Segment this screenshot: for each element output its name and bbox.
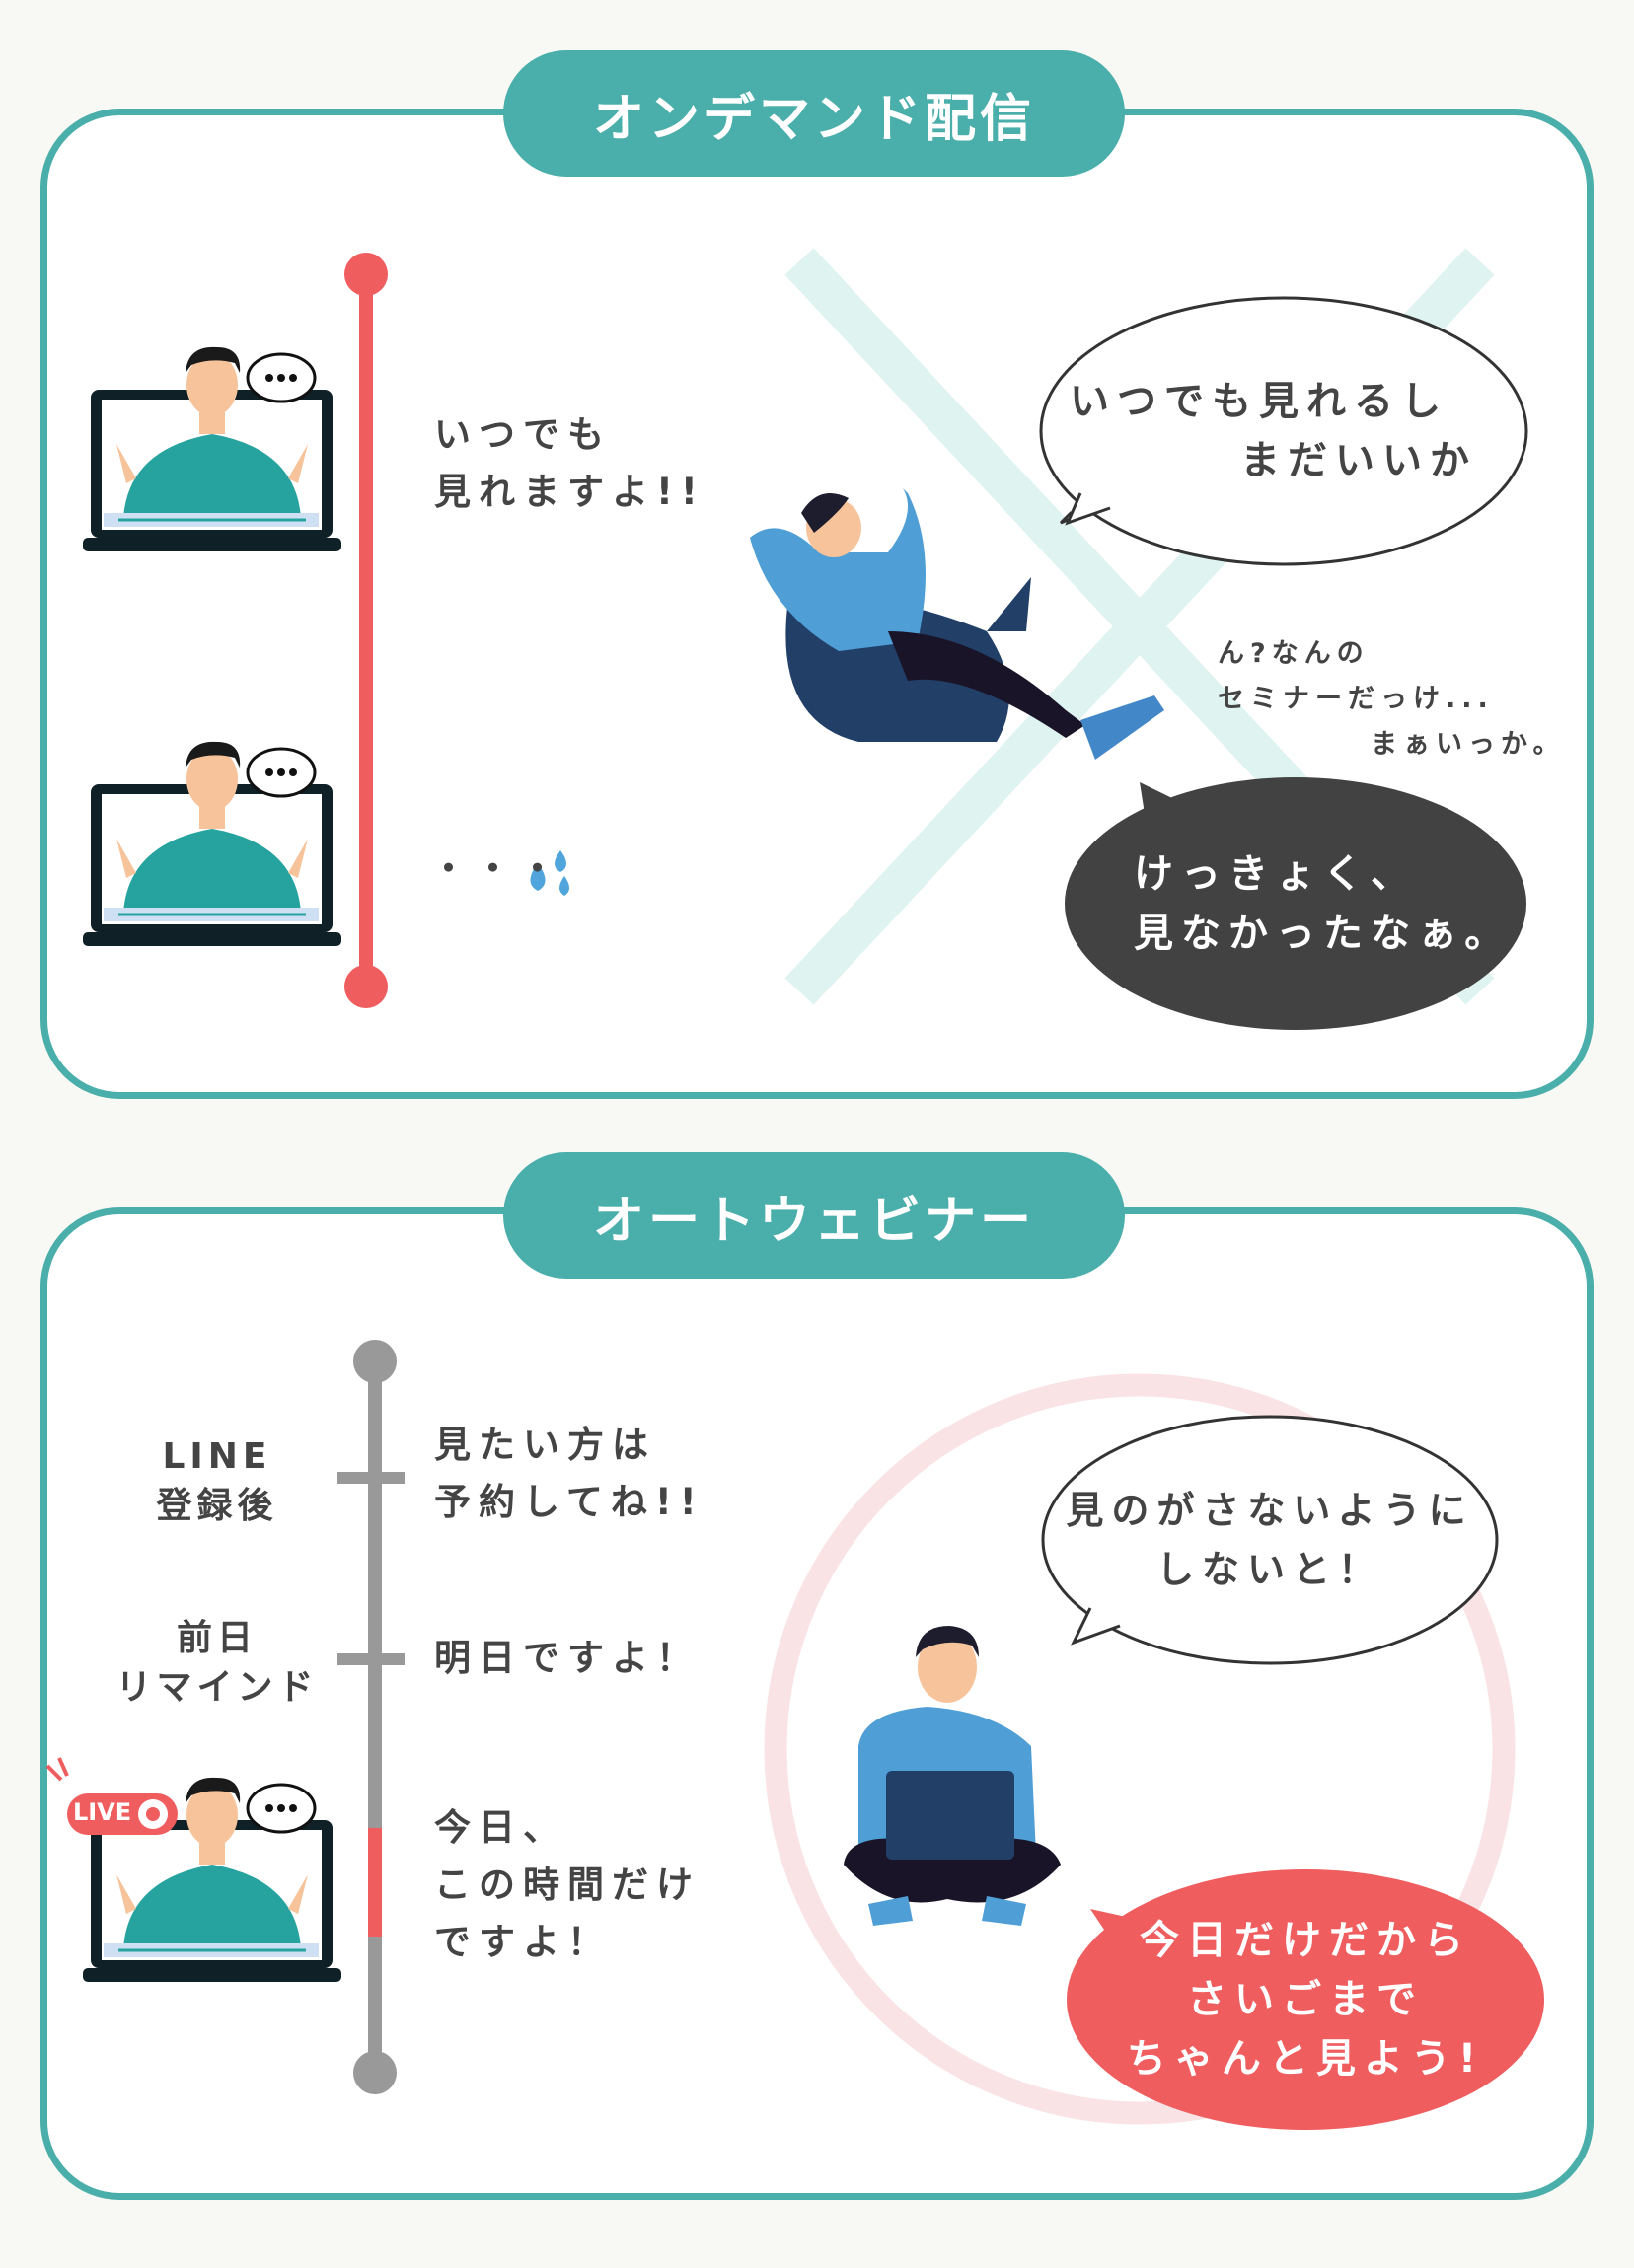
streamer-laptop-icon — [81, 740, 343, 948]
murmur-line: まぁいっか。 — [1371, 729, 1566, 760]
bubble-line: さいごまで — [1187, 1977, 1424, 2022]
murmur-line: ん?なんの — [1218, 638, 1370, 669]
autowebinar-timeline — [337, 1340, 405, 2094]
step-text-line: この時間だけ — [434, 1864, 701, 1906]
bubble-line: 見なかったなぁ。 — [1134, 911, 1513, 956]
step-label-reminder: 前日 リマインド — [109, 1614, 326, 1713]
live-badge-label: LIVE — [73, 1798, 132, 1826]
step-text-line: 今日、 — [434, 1806, 567, 1849]
bubble-line: まだいいか — [1240, 438, 1477, 483]
step-text-tomorrow: 明日ですよ！ — [434, 1637, 701, 1679]
bubble-line: けっきょく、 — [1134, 851, 1418, 897]
step-text-line: 予約してね!! — [434, 1481, 705, 1523]
result-bubble-text: 今日だけだから さいごまで ちゃんと見よう! — [1067, 1869, 1544, 2130]
bubble-line: 見のがさないように — [1066, 1489, 1474, 1532]
step-label-line: リマインド — [115, 1667, 319, 1708]
bubble-line: しないと！ — [1155, 1548, 1383, 1591]
streamer-line: いつでも — [434, 413, 612, 456]
thought-bubble-text: 見のがさないように しないと！ — [1043, 1417, 1497, 1663]
murmur-text: ん?なんの セミナーだっけ... まぁいっか。 — [1218, 631, 1565, 768]
reclining-person-illustration — [750, 488, 1164, 760]
silence-text: ・・・ — [430, 847, 563, 890]
step-label-line: 前日 — [176, 1618, 258, 1658]
sitting-person-laptop-illustration — [844, 1626, 1061, 1926]
bubble-line: 今日だけだから — [1140, 1918, 1471, 1963]
bubble-line: ちゃんと見よう! — [1126, 2036, 1485, 2082]
streamer-message: いつでも 見れますよ!! — [434, 406, 706, 521]
streamer-line: 見れますよ!! — [434, 471, 706, 513]
step-label-line-registration: LINE 登録後 — [118, 1432, 316, 1531]
step-text-line: ですよ！ — [434, 1921, 612, 1963]
live-badge — [45, 1757, 178, 1835]
step-label-line: 登録後 — [156, 1486, 278, 1526]
bubble-line: いつでも見れるし — [1070, 379, 1448, 424]
result-bubble-autowebinar — [1067, 1869, 1544, 2130]
step-text-reserve: 見たい方は 予約してね!! — [434, 1417, 705, 1531]
sweat-drop-icon — [530, 850, 569, 896]
focus-circle — [764, 1373, 1516, 2125]
result-bubble-text: けっきょく、 見なかったなぁ。 — [1065, 777, 1526, 1030]
autowebinar-title: オートウェビナー — [503, 1152, 1125, 1279]
thought-bubble-ondemand — [1039, 296, 1528, 566]
step-text-today: 今日、 この時間だけ ですよ！ — [434, 1799, 701, 1971]
result-bubble-ondemand — [1065, 777, 1526, 1030]
step-label-line: LINE — [162, 1436, 272, 1477]
thought-bubble-autowebinar — [1041, 1415, 1499, 1665]
thought-bubble-text: いつでも見れるし まだいいか — [1041, 298, 1526, 564]
ondemand-title: オンデマンド配信 — [503, 50, 1125, 177]
ondemand-timeline — [344, 253, 388, 1008]
murmur-line: セミナーだっけ... — [1218, 684, 1494, 714]
step-text-line: 見たい方は — [434, 1424, 656, 1466]
streamer-laptop-icon — [83, 346, 341, 551]
